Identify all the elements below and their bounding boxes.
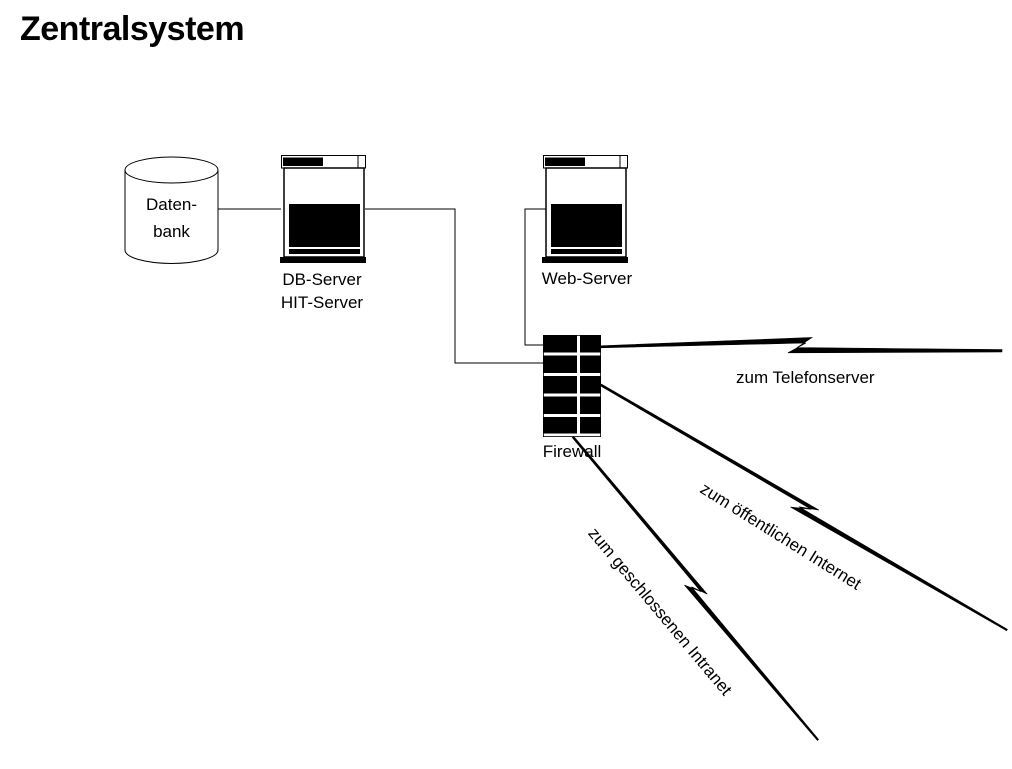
db-server-label-line2: HIT-Server <box>280 293 364 312</box>
database-label-line1: Daten- <box>145 195 198 214</box>
db-server-label-line1: DB-Server <box>282 270 362 289</box>
cylinder-body <box>124 170 219 264</box>
bolt-intranet-link <box>571 435 820 741</box>
db-server-label: DB-Server HIT-Server <box>252 268 392 314</box>
web-server-label: Web-Server <box>541 269 633 288</box>
connector-dbserver-firewall <box>365 208 543 364</box>
db-server-icon <box>279 154 367 264</box>
page-title: Zentralsystem <box>20 10 245 48</box>
database-icon <box>124 156 219 264</box>
database-label: Daten- bank <box>125 191 218 245</box>
database-label-line2: bank <box>153 222 190 241</box>
connector-webserver-firewall <box>524 208 546 346</box>
firewall-label: Firewall <box>542 442 602 461</box>
bolt-telefonserver-link <box>600 337 1003 354</box>
web-server-icon <box>541 154 629 264</box>
bolt-internet-link <box>600 383 1008 632</box>
firewall-icon <box>543 334 602 437</box>
cylinder-top <box>124 156 219 184</box>
telefonserver-link-label: zum Telefonserver <box>736 368 875 387</box>
